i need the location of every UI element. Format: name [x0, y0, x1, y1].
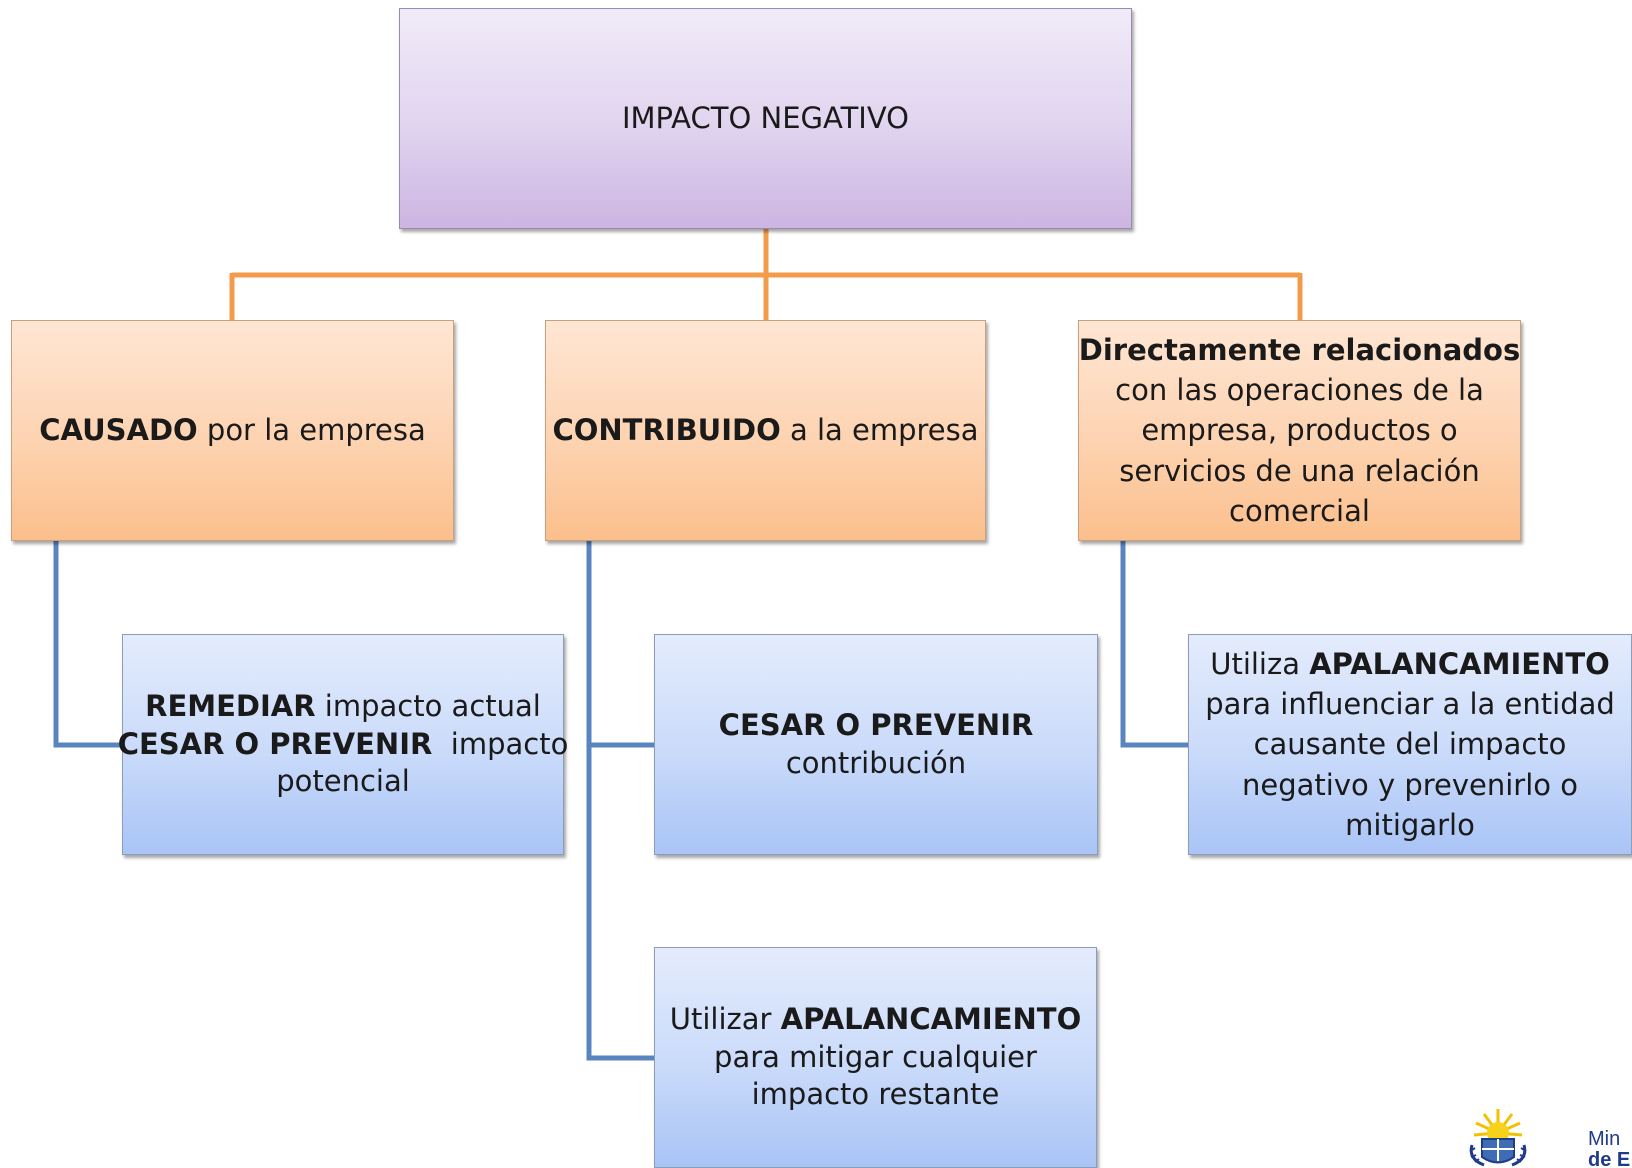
directamente-line3: empresa, productos o — [1141, 413, 1458, 448]
utiliza-pre: Utiliza — [1210, 647, 1310, 682]
utiliza-line3: causante del impacto — [1253, 727, 1567, 762]
directamente-line2: con las operaciones de la — [1115, 373, 1484, 408]
root-node: IMPACTO NEGATIVO — [399, 8, 1132, 229]
connector-directamente-utiliza — [1120, 541, 1188, 748]
ministry-logo: Min de E — [1448, 1105, 1632, 1168]
action-utiliza-apalancamiento: Utiliza APALANCAMIENTO para influenciar … — [1188, 634, 1632, 855]
utilizar-line2: para mitigar cualquier — [714, 1039, 1037, 1074]
directamente-line5: comercial — [1229, 493, 1370, 528]
causado-rest: por la empresa — [197, 412, 426, 447]
connector-causado-remediar — [53, 541, 122, 748]
action-remediar: REMEDIAR impacto actual CESAR O PREVENIR… — [118, 634, 568, 855]
utiliza-line5: mitigarlo — [1345, 807, 1475, 842]
utiliza-line2: para influenciar a la entidad — [1205, 687, 1615, 722]
logo-line2: de E — [1588, 1149, 1631, 1168]
remediar-bold1: REMEDIAR — [145, 688, 316, 723]
contribuido-rest: a la empresa — [780, 412, 979, 447]
connector-contribuido-cesar — [586, 541, 654, 1061]
category-contribuido: CONTRIBUIDO a la empresa — [545, 320, 986, 541]
ministry-name: Min de E — [1588, 1129, 1630, 1168]
remediar-line3: potencial — [276, 764, 410, 799]
utilizar-bold: APALANCAMIENTO — [780, 1001, 1082, 1036]
utiliza-line4: negativo y prevenirlo o — [1242, 767, 1578, 802]
cesar-line2: contribución — [785, 745, 967, 780]
cesar-bold: CESAR O PREVENIR — [718, 707, 1034, 742]
causado-bold: CAUSADO — [39, 412, 198, 447]
directamente-bold: Directamente relacionados — [1078, 333, 1521, 368]
remediar-rest1: impacto actual — [315, 688, 541, 723]
remediar-rest2: impacto — [432, 726, 569, 761]
action-cesar-prevenir: CESAR O PREVENIR contribución — [654, 634, 1098, 855]
remediar-bold2: CESAR O PREVENIR — [117, 726, 433, 761]
emblem-icon — [1469, 1109, 1527, 1167]
directamente-line4: servicios de una relación — [1119, 453, 1480, 488]
category-directamente: Directamente relacionados con las operac… — [1078, 320, 1521, 541]
utiliza-bold: APALANCAMIENTO — [1309, 647, 1610, 682]
action-utilizar-apalancamiento: Utilizar APALANCAMIENTO para mitigar cua… — [654, 947, 1097, 1168]
utilizar-line3: impacto restante — [751, 1077, 1000, 1112]
utilizar-pre: Utilizar — [669, 1001, 781, 1036]
logo-line1: Min — [1588, 1128, 1621, 1150]
root-label: IMPACTO NEGATIVO — [621, 100, 910, 135]
category-causado: CAUSADO por la empresa — [11, 320, 454, 541]
contribuido-bold: CONTRIBUIDO — [552, 412, 781, 447]
